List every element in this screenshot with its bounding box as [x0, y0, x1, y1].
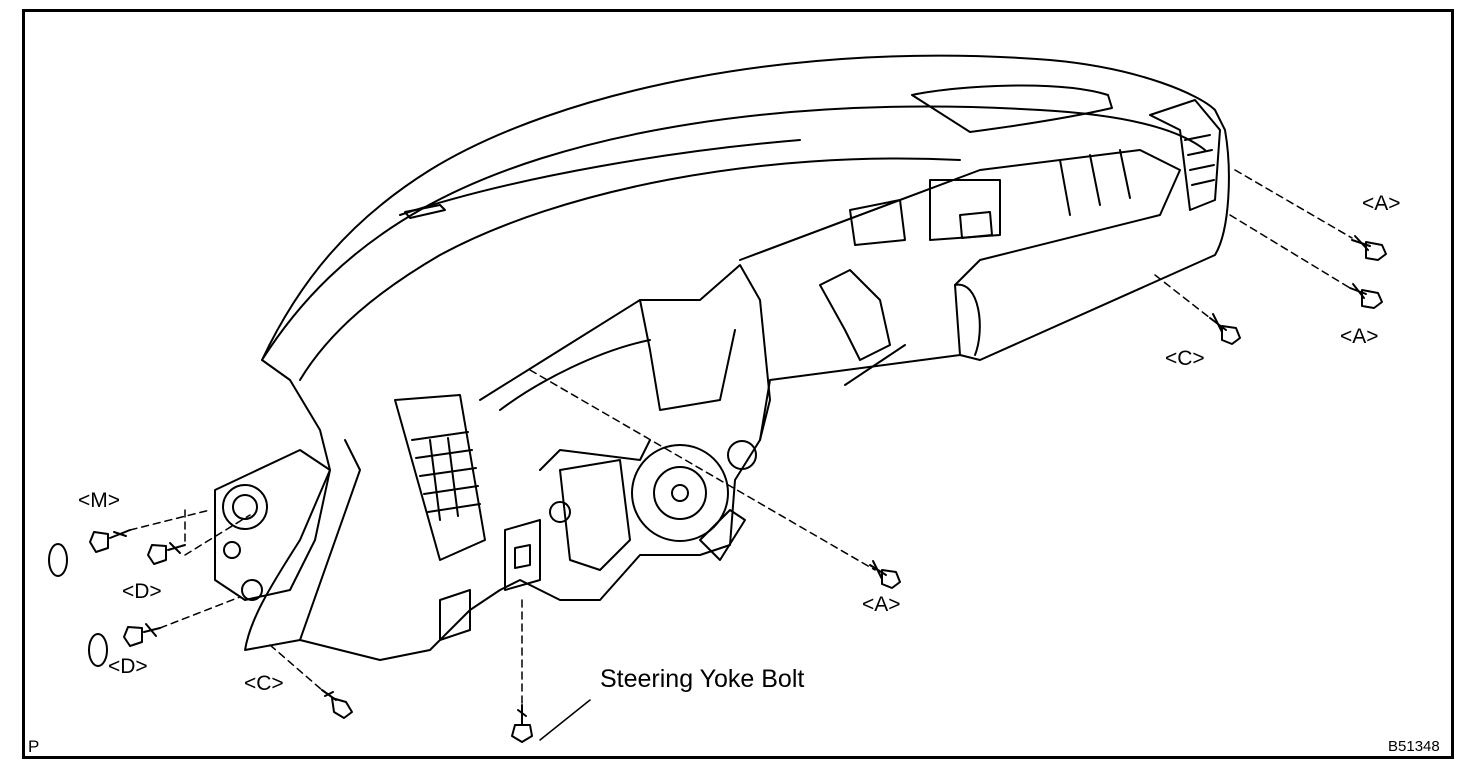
- label-a-center: <A>: [862, 593, 901, 616]
- label-c-right: <C>: [1165, 347, 1205, 370]
- bolt-c-left: [321, 689, 353, 719]
- leader-lines: [129, 169, 1353, 706]
- label-d-lower: <D>: [108, 655, 148, 678]
- steering-yoke-bolt: [511, 704, 533, 743]
- label-a-mid-right: <A>: [1340, 325, 1379, 348]
- cap-upper: [48, 543, 68, 577]
- label-d-upper: <D>: [122, 580, 162, 603]
- cap-lower: [88, 633, 108, 667]
- figure-code: B51348: [1388, 738, 1440, 755]
- bolt-d-upper: [147, 542, 186, 565]
- label-c-left: <C>: [244, 672, 284, 695]
- bolt-a-mid-right: [1349, 283, 1383, 309]
- bolt-a-center: [869, 560, 901, 589]
- figure-frame: [22, 9, 1454, 759]
- left-bracket: [222, 484, 268, 601]
- bolt-m-left: [89, 529, 131, 553]
- bolt-c-right: [1209, 313, 1241, 345]
- corner-mark: P: [28, 737, 40, 756]
- bolt-d-lower: [123, 623, 161, 647]
- callout-steering-yoke-bolt: Steering Yoke Bolt: [600, 665, 805, 693]
- label-m-left: <M>: [78, 489, 121, 512]
- callout-leader: [539, 699, 591, 741]
- label-a-top-right: <A>: [1362, 192, 1401, 215]
- steering-column: [549, 440, 757, 571]
- bolt-a-top-right: [1351, 235, 1387, 261]
- instrument-panel-body: [214, 54, 1230, 661]
